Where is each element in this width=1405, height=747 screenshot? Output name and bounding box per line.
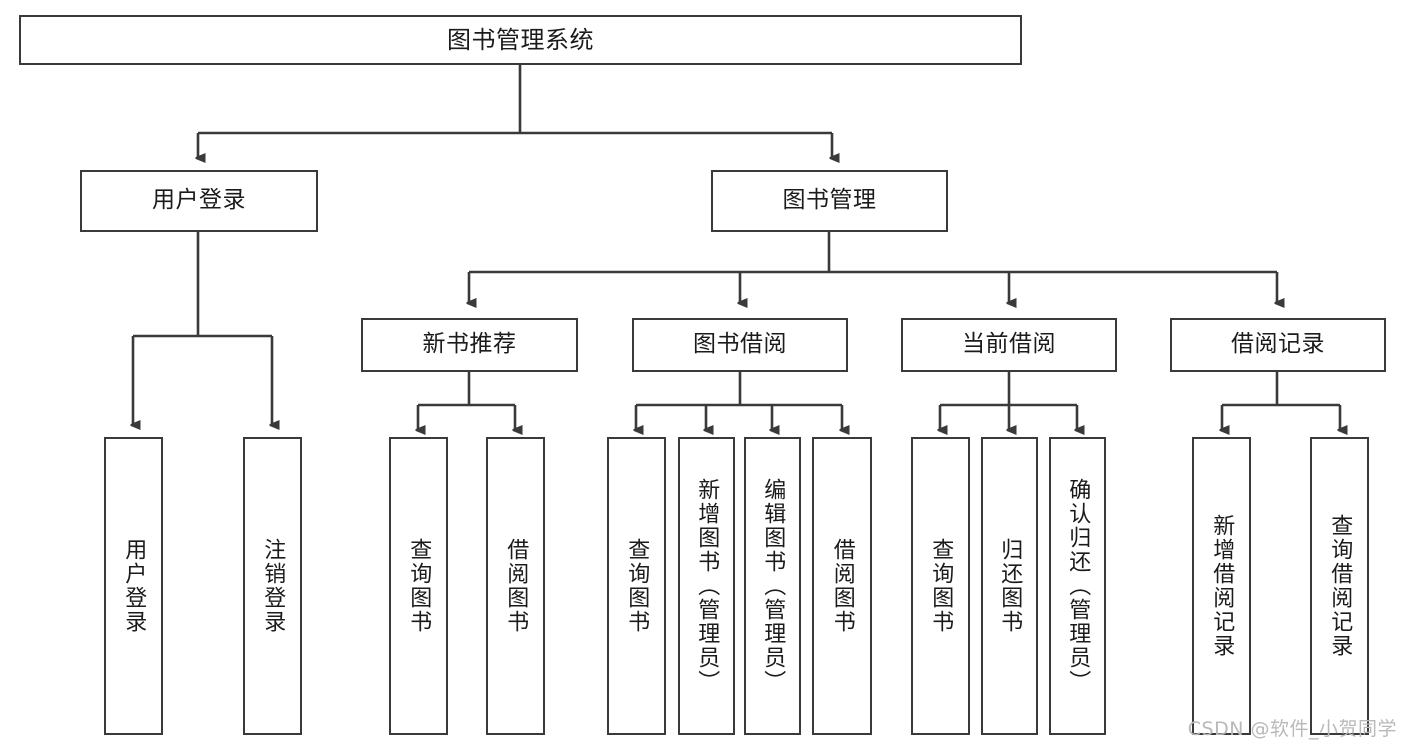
- node-label: 新增借阅记录: [1209, 514, 1235, 658]
- leaf-query-borrow-record[interactable]: 查询借阅记录: [1310, 437, 1369, 735]
- node-label: 查询图书: [406, 538, 432, 634]
- node-user-login[interactable]: 用户登录: [80, 170, 318, 232]
- node-label: 查询图书: [928, 538, 954, 634]
- node-label: 图书管理系统: [447, 25, 594, 54]
- node-label: 确认归还（管理员）: [1065, 478, 1091, 694]
- node-label: 归还图书: [997, 538, 1023, 634]
- node-book-borrow[interactable]: 图书借阅: [632, 318, 848, 372]
- leaf-query-book-borrow[interactable]: 查询图书: [607, 437, 666, 735]
- node-borrow-record[interactable]: 借阅记录: [1170, 318, 1386, 372]
- node-current-borrow[interactable]: 当前借阅: [901, 318, 1117, 372]
- csdn-watermark: CSDN @软件_小贺同学: [1187, 718, 1397, 740]
- node-label: 图书管理: [782, 187, 877, 214]
- leaf-query-book-current[interactable]: 查询图书: [911, 437, 970, 735]
- node-book-management[interactable]: 图书管理: [711, 170, 948, 232]
- node-label: 新增图书（管理员）: [694, 478, 720, 694]
- leaf-add-book-admin[interactable]: 新增图书（管理员）: [678, 437, 735, 735]
- leaf-borrow-book[interactable]: 借阅图书: [812, 437, 872, 735]
- node-label: 借阅图书: [503, 538, 529, 634]
- leaf-add-borrow-record[interactable]: 新增借阅记录: [1192, 437, 1251, 735]
- leaf-return-book[interactable]: 归还图书: [981, 437, 1038, 735]
- leaf-logout[interactable]: 注销登录: [243, 437, 302, 735]
- leaf-edit-book-admin[interactable]: 编辑图书（管理员）: [744, 437, 801, 735]
- node-label: 编辑图书（管理员）: [760, 478, 786, 694]
- node-label: 用户登录: [121, 538, 147, 634]
- node-label: 借阅记录: [1231, 331, 1325, 358]
- node-label: 注销登录: [260, 538, 286, 634]
- node-label: 查询借阅记录: [1327, 514, 1353, 658]
- leaf-user-login[interactable]: 用户登录: [104, 437, 163, 735]
- node-label: 用户登录: [152, 187, 246, 214]
- node-label: 图书借阅: [693, 331, 787, 358]
- node-label: 当前借阅: [962, 331, 1056, 358]
- leaf-borrow-book-recommend[interactable]: 借阅图书: [486, 437, 545, 735]
- node-root-system[interactable]: 图书管理系统: [19, 15, 1022, 65]
- leaf-query-book-recommend[interactable]: 查询图书: [389, 437, 448, 735]
- node-label: 查询图书: [624, 538, 650, 634]
- node-label: 借阅图书: [829, 538, 855, 634]
- leaf-confirm-return-admin[interactable]: 确认归还（管理员）: [1049, 437, 1106, 735]
- node-new-book-recommend[interactable]: 新书推荐: [361, 318, 578, 372]
- node-label: 新书推荐: [422, 331, 517, 358]
